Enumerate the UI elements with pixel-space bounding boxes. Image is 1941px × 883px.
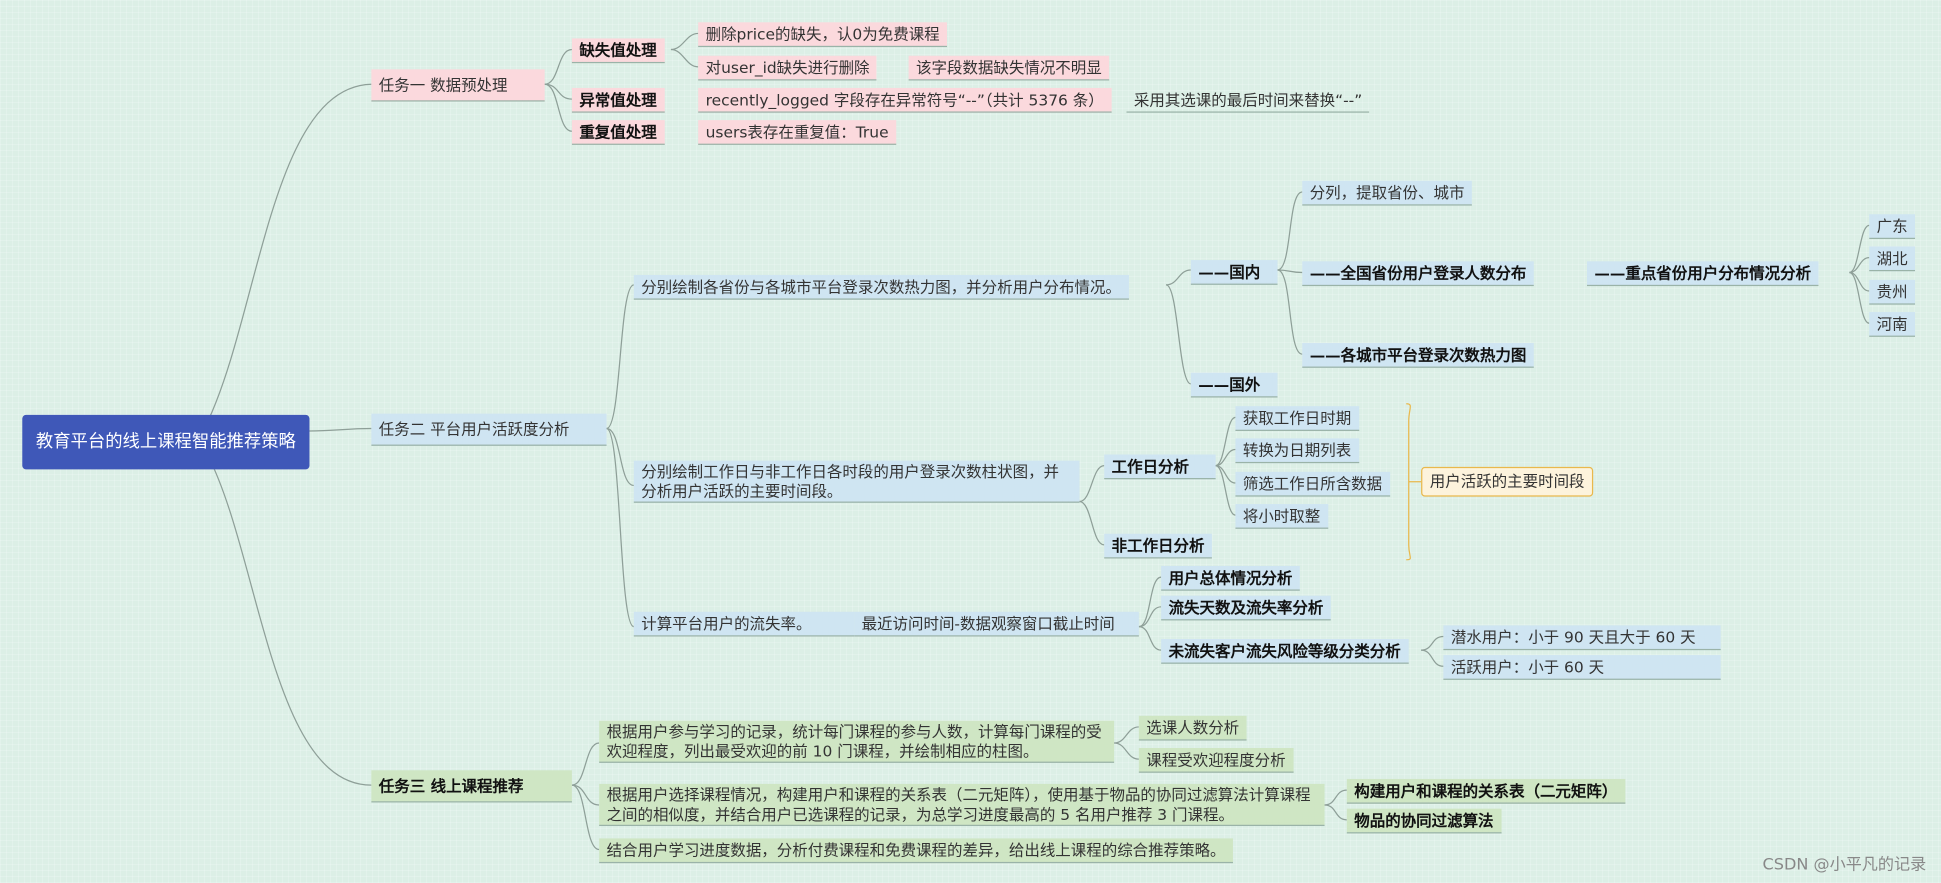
- overall-users-node[interactable]: 用户总体情况分析: [1161, 565, 1300, 591]
- split-province-city[interactable]: 分列，提取省份、城市: [1302, 180, 1472, 206]
- popular-courses-task[interactable]: 根据用户参与学习的记录，统计每门课程的参与人数，计算每门课程的受欢迎程度，列出最…: [599, 720, 1115, 763]
- enrollment-analysis[interactable]: 选课人数分析: [1138, 715, 1247, 741]
- foreign-node[interactable]: ——国外: [1190, 372, 1278, 398]
- watermark: CSDN @小平凡的记录: [1762, 855, 1927, 875]
- root-node[interactable]: 教育平台的线上课程智能推荐策略: [22, 414, 310, 470]
- task1-node[interactable]: 任务一 数据预处理: [371, 69, 545, 102]
- item-cf-node[interactable]: 物品的协同过滤算法: [1346, 808, 1501, 834]
- relation-matrix-node[interactable]: 构建用户和课程的关系表（二元矩阵）: [1346, 778, 1625, 804]
- active-user-node[interactable]: 活跃用户：小于 60 天: [1443, 655, 1721, 680]
- missing-userid-note[interactable]: 对user_id缺失进行删除: [698, 55, 877, 81]
- nonworkday-node[interactable]: 非工作日分析: [1104, 533, 1212, 559]
- abnormal-note[interactable]: recently_logged 字段存在异常符号“--”（共计 5376 条）: [698, 87, 1112, 113]
- province-item[interactable]: 河南: [1869, 312, 1916, 337]
- province-item[interactable]: 贵州: [1869, 279, 1916, 305]
- missing-price-note[interactable]: 删除price的缺失，认0为免费课程: [698, 22, 948, 48]
- province-item[interactable]: 广东: [1869, 214, 1916, 240]
- workday-step[interactable]: 将小时取整: [1235, 504, 1328, 529]
- dive-user-node[interactable]: 潜水用户：小于 90 天且大于 60 天: [1443, 625, 1721, 651]
- missing-values-node[interactable]: 缺失值处理: [571, 38, 665, 64]
- bar-chart-task[interactable]: 分别绘制工作日与非工作日各时段的用户登录次数柱状图，并分析用户活跃的主要时间段。: [633, 460, 1080, 503]
- province-item[interactable]: 湖北: [1869, 246, 1916, 272]
- heatmap-task[interactable]: 分别绘制各省份与各城市平台登录次数热力图，并分析用户分布情况。: [633, 274, 1129, 300]
- churn-window-node[interactable]: 最近访问时间-数据观察窗口截止时间: [854, 611, 1139, 637]
- task2-node[interactable]: 任务二 平台用户活跃度分析: [371, 413, 607, 446]
- duplicate-values-node[interactable]: 重复值处理: [571, 120, 665, 145]
- popularity-analysis[interactable]: 课程受欢迎程度分析: [1138, 747, 1294, 773]
- duplicate-note[interactable]: users表存在重复值：True: [698, 120, 897, 145]
- province-distribution[interactable]: ——全国省份用户登录人数分布: [1302, 261, 1534, 287]
- paid-free-comparison-task[interactable]: 结合用户学习进度数据，分析付费课程和免费课程的差异，给出线上课程的综合推荐策略。: [599, 838, 1233, 864]
- collaborative-filtering-task[interactable]: 根据用户选择课程情况，构建用户和课程的关系表（二元矩阵），使用基于物品的协同过滤…: [599, 783, 1325, 827]
- churn-days-node[interactable]: 流失天数及流失率分析: [1161, 595, 1331, 621]
- churn-task[interactable]: 计算平台用户的流失率。: [633, 611, 855, 637]
- workday-node[interactable]: 工作日分析: [1104, 454, 1216, 480]
- city-heatmap-node[interactable]: ——各城市平台登录次数热力图: [1302, 343, 1534, 368]
- workday-step[interactable]: 获取工作日时期: [1235, 406, 1359, 431]
- abnormal-fix-note[interactable]: 采用其选课的最后时间来替换“--”: [1126, 88, 1370, 113]
- workday-step[interactable]: 筛选工作日所含数据: [1235, 471, 1390, 497]
- churn-risk-node[interactable]: 未流失客户流失风险等级分类分析: [1161, 639, 1409, 664]
- domestic-node[interactable]: ——国内: [1190, 260, 1278, 285]
- missing-userid-detail[interactable]: 该字段数据缺失情况不明显: [908, 55, 1110, 81]
- task3-node[interactable]: 任务三 线上课程推荐: [371, 770, 572, 803]
- abnormal-values-node[interactable]: 异常值处理: [571, 87, 665, 113]
- active-time-summary[interactable]: 用户活跃的主要时间段: [1421, 466, 1594, 497]
- workday-step[interactable]: 转换为日期列表: [1235, 438, 1359, 464]
- key-province-analysis[interactable]: ——重点省份用户分布情况分析: [1586, 261, 1819, 287]
